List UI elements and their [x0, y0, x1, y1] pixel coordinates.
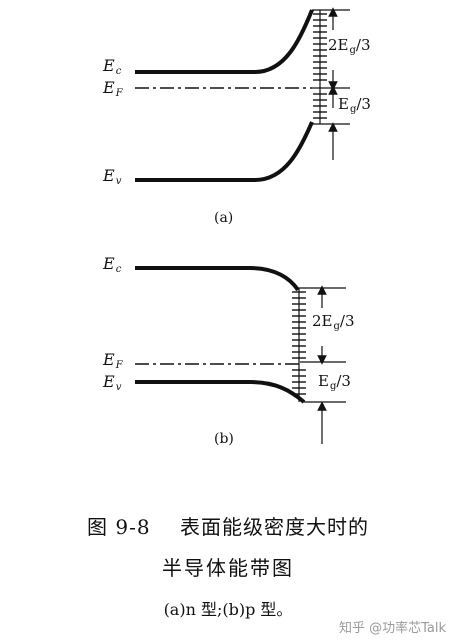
ef-label-a: EF [103, 78, 123, 99]
figure-title-line2: 半导体能带图 [162, 556, 294, 580]
conduction-band-a [135, 9, 314, 74]
figure-caption-title: 图 9-8 表面能级密度大时的 [0, 511, 456, 540]
ec-label-b: Ec [103, 254, 122, 275]
gap-lower-label-a: Eg/3 [338, 95, 371, 115]
figure-number: 图 9-8 [86, 515, 151, 539]
figure-title-line1: 表面能级密度大时的 [180, 515, 369, 539]
watermark: 知乎 @功率芯Talk [338, 621, 446, 636]
panel-label-a: (a) [214, 210, 234, 226]
conduction-band-b [135, 266, 300, 292]
panel-b [135, 266, 346, 444]
valence-band-a [135, 121, 314, 182]
panel-a [135, 7, 350, 182]
gap-upper-label-b: 2Eg/3 [312, 312, 355, 332]
valence-band-b [135, 380, 306, 404]
panel-label-b: (b) [214, 431, 234, 447]
ev-label-b: Ev [103, 372, 122, 393]
figure-subtitle: (a)n 型;(b)p 型。 [163, 600, 293, 619]
gap-upper-label-a: 2Eg/3 [328, 36, 371, 56]
ef-label-b: EF [103, 350, 123, 371]
gap-lower-label-b: Eg/3 [318, 372, 351, 392]
ev-label-a: Ev [103, 166, 122, 187]
ec-label-a: Ec [103, 56, 122, 77]
